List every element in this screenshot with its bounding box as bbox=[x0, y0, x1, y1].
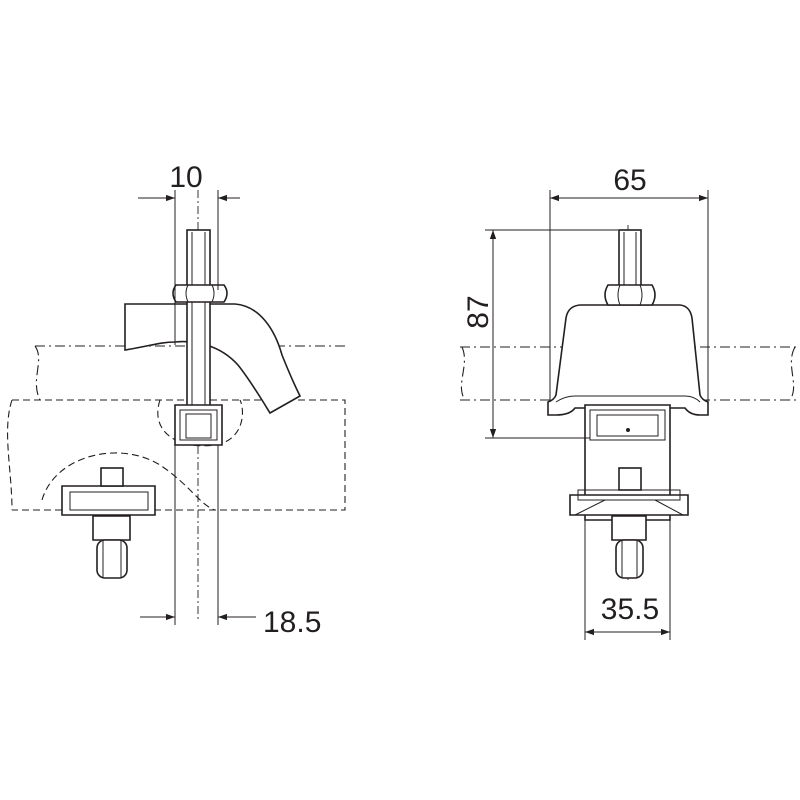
center-point bbox=[626, 428, 630, 432]
hex-nut-side bbox=[172, 284, 228, 303]
threaded-rod-side bbox=[186, 229, 211, 411]
threaded-rod-front bbox=[618, 229, 642, 287]
channel-side bbox=[174, 404, 223, 446]
front-view: 65 87 35.5 bbox=[460, 164, 800, 640]
dim-label-65: 65 bbox=[613, 164, 646, 197]
dimension-18-5: 18.5 bbox=[140, 445, 321, 639]
saddle-front bbox=[547, 304, 709, 416]
lower-bolt-side bbox=[92, 467, 131, 579]
lower-plate-front bbox=[569, 489, 689, 516]
dimension-65: 65 bbox=[549, 164, 709, 402]
side-view: 10 18.5 bbox=[7, 161, 346, 639]
dim-label-18-5: 18.5 bbox=[263, 606, 321, 639]
hex-nut-front bbox=[604, 284, 656, 306]
dim-label-35-5: 35.5 bbox=[601, 593, 659, 626]
dim-label-10: 10 bbox=[169, 161, 202, 194]
dimension-35-5: 35.5 bbox=[584, 520, 671, 640]
clamp-body-side bbox=[124, 303, 302, 415]
dim-label-87: 87 bbox=[462, 295, 495, 328]
lower-plate-side bbox=[61, 485, 156, 516]
dimension-87: 87 bbox=[462, 229, 618, 439]
lower-bolt-front bbox=[611, 467, 647, 579]
dimension-10: 10 bbox=[138, 161, 240, 345]
